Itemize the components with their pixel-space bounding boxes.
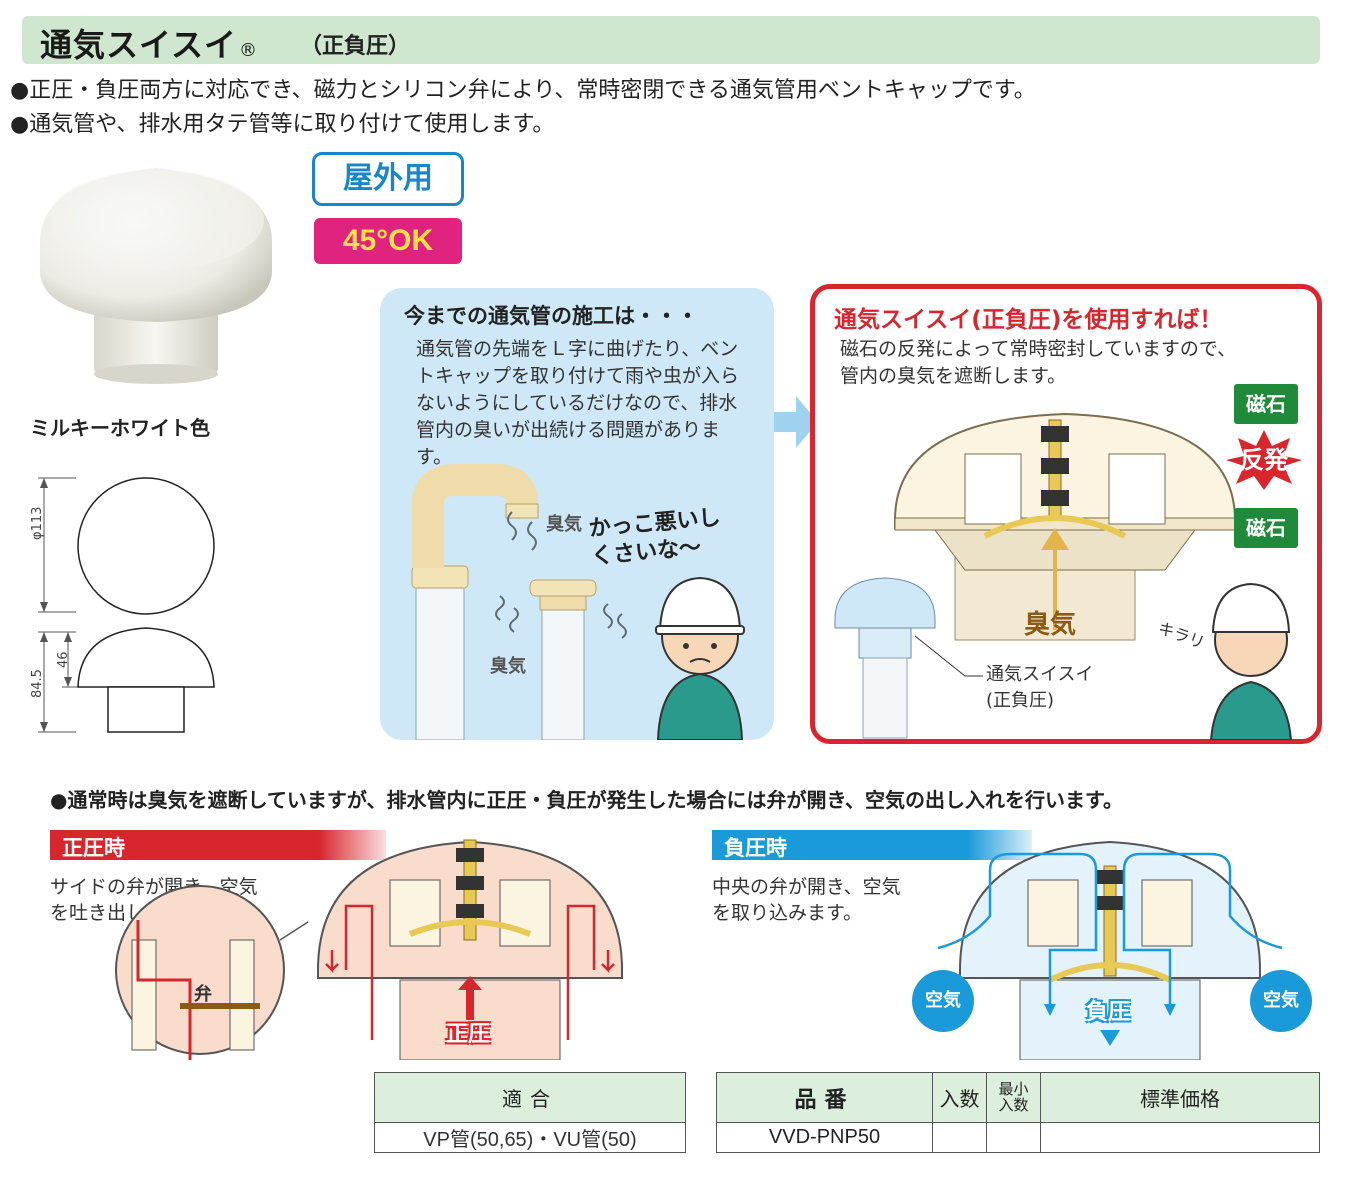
registered-mark: ® (239, 40, 259, 61)
operation-notice: ●通常時は臭気を遮断していますが、排水管内に正圧・負圧が発生した場合には弁が開き… (50, 788, 1124, 812)
dim-height-label: 84.5 (30, 669, 45, 698)
negative-desc-line-1: 中央の弁が開き、空気 (712, 876, 901, 898)
bullet-feature-2: ●通気管や、排水用タテ管等に取り付けて使用します。 (10, 112, 555, 137)
negative-pressure-diagram (937, 840, 1283, 1060)
transition-arrow-icon (774, 396, 818, 448)
valve-label: 弁 (194, 984, 212, 1005)
qty-header: 入数 (932, 1072, 987, 1123)
smell-label-1: 臭気 (546, 514, 582, 535)
negative-tag-bar (712, 830, 1032, 860)
burst-icon (1226, 430, 1302, 490)
outdoor-use-badge: 屋外用 (312, 152, 464, 206)
color-label: ミルキーホワイト色 (30, 416, 210, 440)
conventional-title: 今までの通気管の施工は・・・ (404, 304, 698, 328)
odor-label: 臭気 (1024, 610, 1077, 640)
dimension-drawing (38, 477, 215, 733)
conventional-body: 通気管の先端をＬ字に曲げたり、ベントキャップを取り付けて雨や虫が入らないようにし… (416, 338, 740, 468)
conventional-illustration (411, 464, 745, 740)
min-qty-header-line-1: 最小 (998, 1080, 1029, 1098)
min-qty-cell (986, 1122, 1041, 1153)
bullet-feature-1: ●正圧・負圧両方に対応でき、磁力とシリコン弁により、常時密閉できる通気管用ベント… (10, 78, 1036, 103)
positive-tag-bar (50, 830, 386, 860)
smell-label-2: 臭気 (490, 656, 526, 677)
title-text: 通気スイスイ (40, 26, 238, 64)
cap-cross-section (834, 412, 1293, 740)
negative-desc-line-2: を取り込みます。 (712, 902, 863, 924)
price-header: 標準価格 (1040, 1072, 1320, 1123)
min-qty-header: 最小 入数 (986, 1072, 1041, 1123)
caption-line-2: (正負圧) (986, 690, 1055, 711)
spec-table: 品番 入数 最小 入数 標準価格 VVD-PNP50 (716, 1072, 1320, 1153)
negative-pressure-label: 負圧 (1086, 1000, 1131, 1025)
product-caption: 通気スイスイ (正負圧) (986, 662, 1093, 714)
new-method-body: 磁石の反発によって常時密封していますので、 管内の臭気を遮断します。 (840, 336, 1236, 390)
new-method-title: 通気スイスイ(正負圧)を使用すれば！ (834, 307, 1223, 333)
worker-speech: かっこ悪いし くさいな〜 (588, 504, 724, 571)
new-body-line-2: 管内の臭気を遮断します。 (840, 365, 1067, 387)
negative-tag: 負圧時 (724, 836, 787, 860)
negative-description: 中央の弁が開き、空気 を取り込みます。 (712, 874, 901, 926)
dim-cap-label: 46 (56, 651, 71, 668)
air-bubble-left: 空気 (912, 970, 974, 1032)
min-qty-header-line-2: 入数 (998, 1096, 1029, 1114)
repulsion-label: 反発 (1240, 446, 1288, 474)
compatibility-table: 適合 VP管(50,65)・VU管(50) (374, 1072, 686, 1153)
caption-line-1: 通気スイスイ (986, 664, 1094, 685)
dim-diameter-label: φ113 (30, 506, 45, 540)
new-body-line-1: 磁石の反発によって常時密封していますので、 (840, 338, 1237, 360)
qty-cell (932, 1122, 987, 1153)
page-subtitle: （正負圧） (300, 34, 411, 59)
part-no-header: 品番 (716, 1072, 933, 1123)
title-bar (22, 16, 1320, 64)
angle-45-badge: 45°OK (314, 218, 462, 264)
positive-pressure-diagram (115, 839, 623, 1060)
air-bubble-right: 空気 (1250, 970, 1312, 1032)
price-cell (1040, 1122, 1320, 1153)
page-title: 通気スイスイ® (40, 20, 258, 66)
product-photo (40, 168, 272, 384)
compatibility-header: 適合 (374, 1072, 686, 1123)
compatibility-value: VP管(50,65)・VU管(50) (374, 1122, 686, 1153)
part-no-cell: VVD-PNP50 (716, 1122, 933, 1153)
magnet-top-label: 磁石 (1234, 384, 1298, 424)
positive-pressure-label: 正圧 (446, 1022, 491, 1047)
positive-tag: 正圧時 (62, 836, 125, 860)
magnet-bottom-label: 磁石 (1234, 508, 1298, 548)
